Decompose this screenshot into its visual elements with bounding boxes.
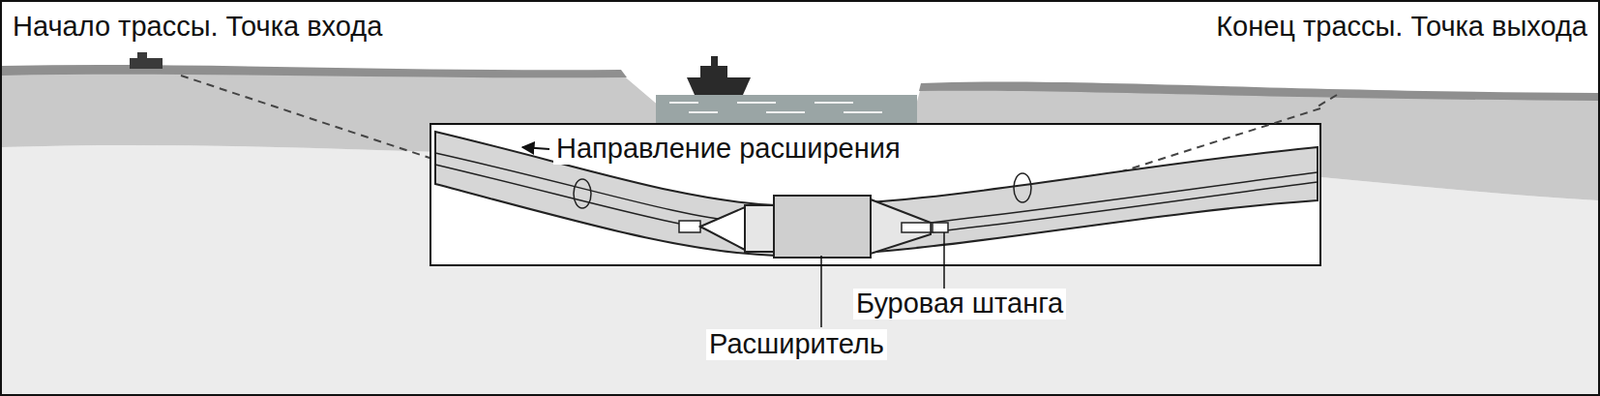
surface-strip bbox=[918, 82, 1599, 101]
direction-label: Направление расширения bbox=[553, 133, 904, 165]
bore-hole bbox=[435, 131, 1318, 256]
reamer-label: Расширитель bbox=[706, 328, 888, 360]
bore-path bbox=[1317, 94, 1337, 107]
direction-arrow bbox=[522, 147, 550, 149]
entry-point-label: Начало трассы. Точка входа bbox=[9, 11, 386, 43]
exit-point-label: Конец трассы. Точка выхода bbox=[1213, 11, 1591, 43]
reamer bbox=[700, 195, 949, 258]
inset-frame bbox=[430, 123, 1321, 266]
drill-rod bbox=[930, 181, 1318, 233]
pilot-hole bbox=[435, 164, 738, 233]
bore-path bbox=[180, 75, 433, 159]
leader-line bbox=[820, 255, 823, 327]
leader-line bbox=[943, 232, 946, 289]
water-ripples bbox=[669, 102, 883, 113]
river-water bbox=[655, 94, 918, 124]
ship bbox=[686, 56, 751, 95]
rotation-mark bbox=[573, 178, 592, 208]
drill-rod bbox=[930, 172, 1318, 223]
drill-rod-label: Буровая штанга bbox=[853, 288, 1067, 320]
rotation-mark bbox=[1013, 173, 1032, 203]
surface-strip bbox=[1, 64, 627, 78]
drilling-rig bbox=[129, 52, 163, 69]
